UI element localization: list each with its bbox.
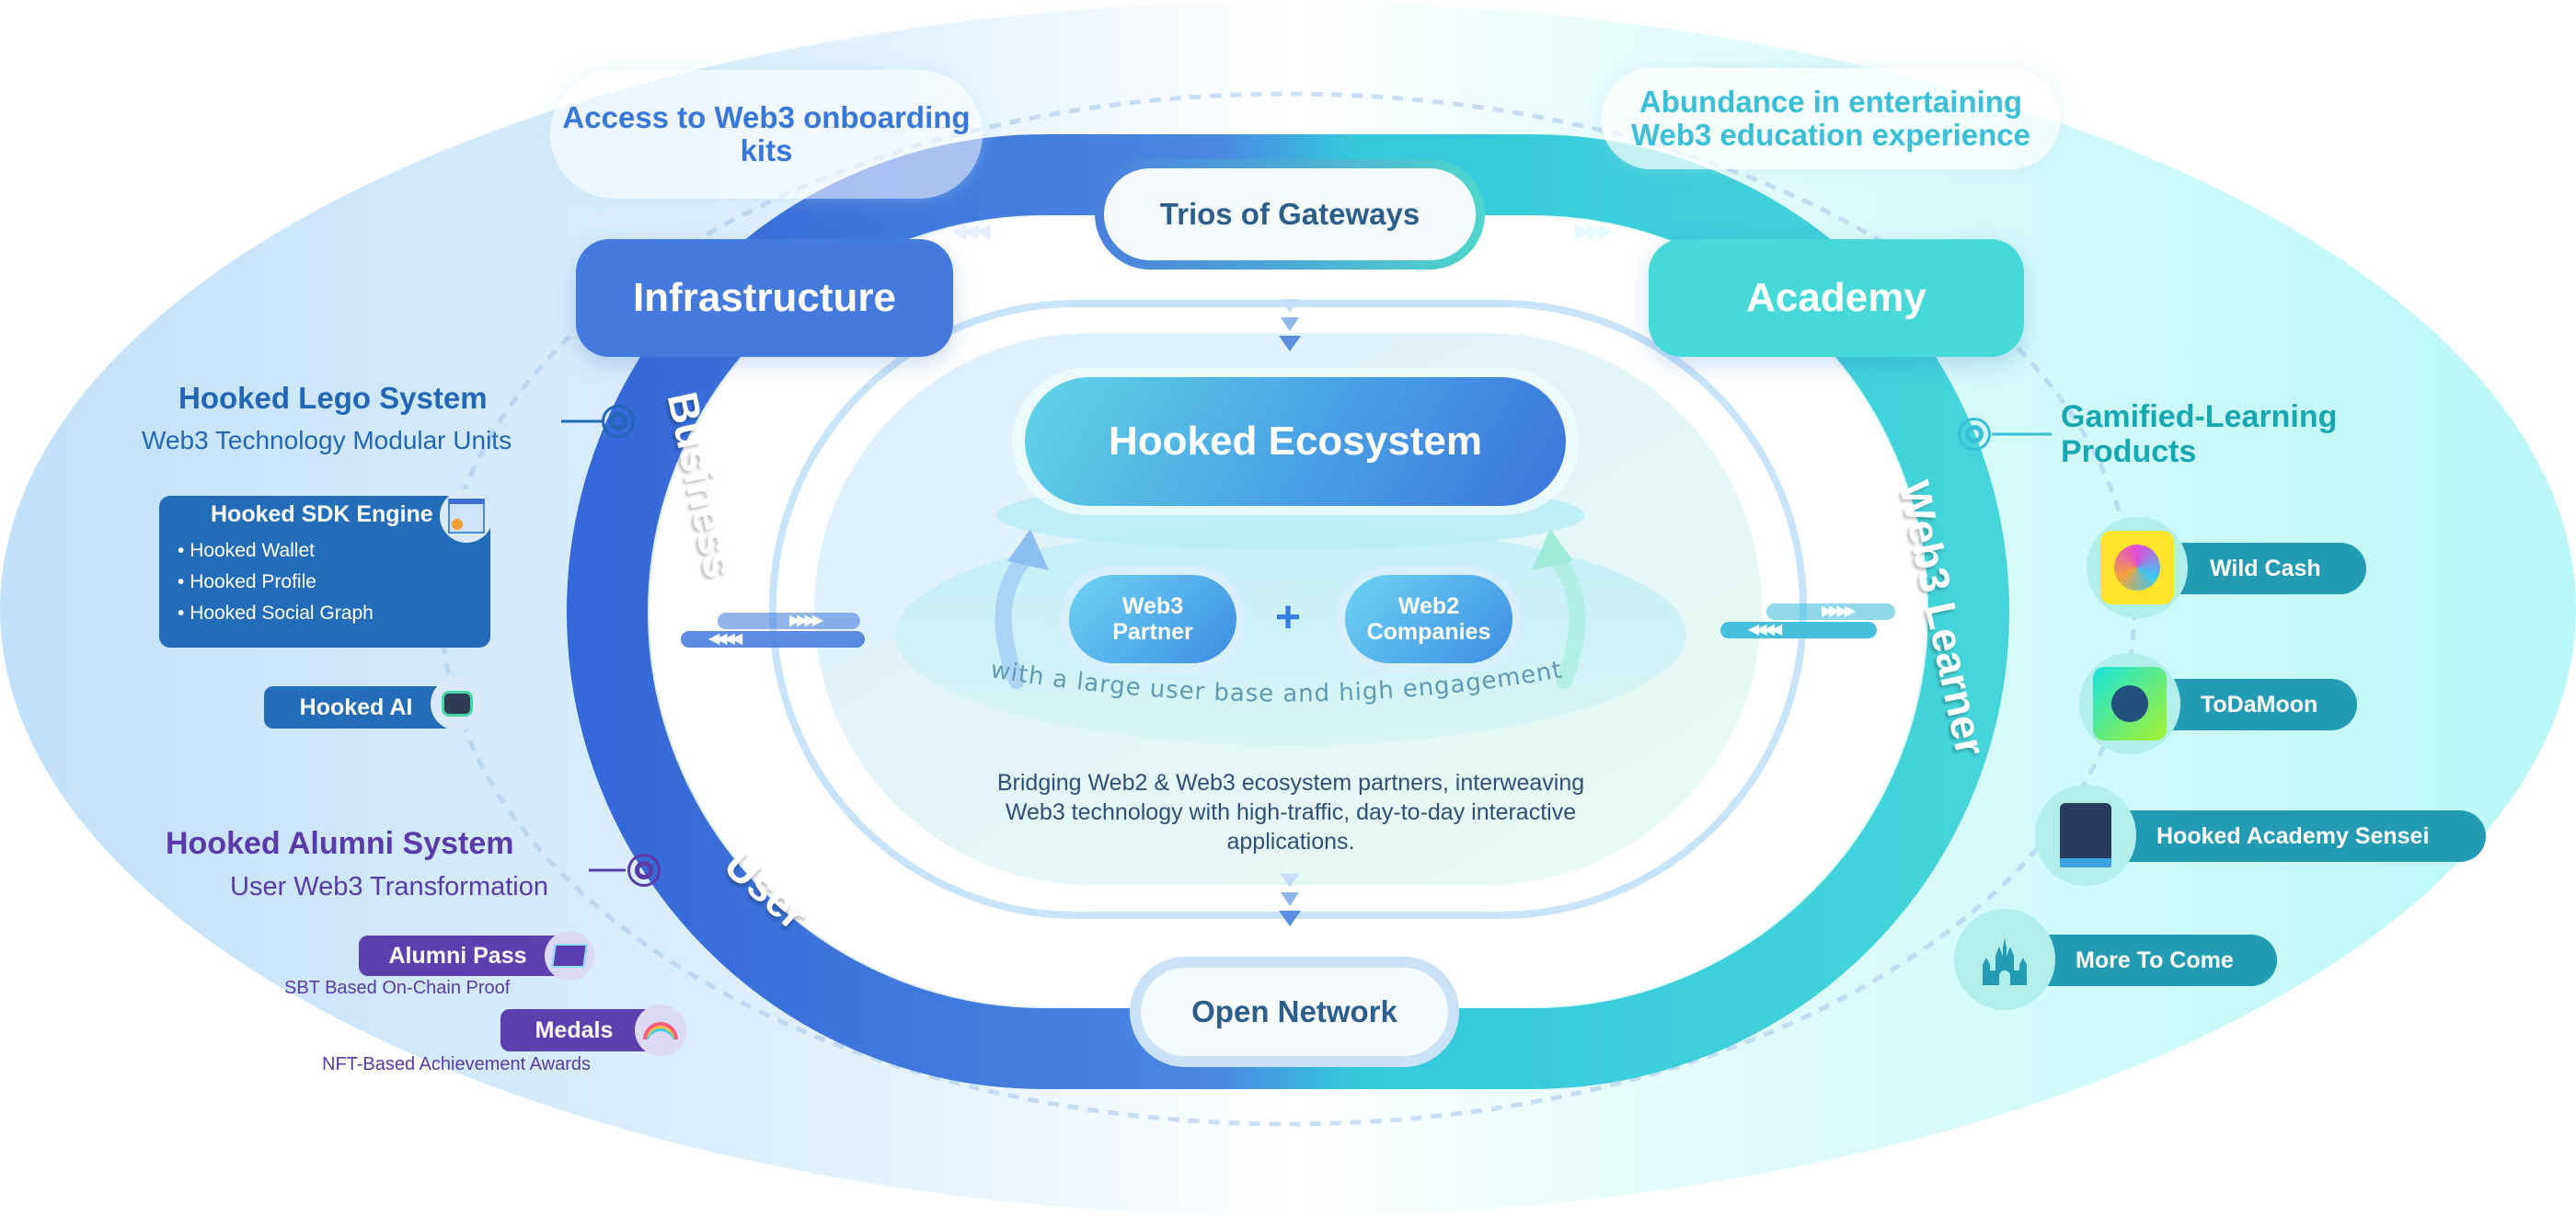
hooked-ai-label: Hooked AI [299, 694, 413, 720]
partner-web2-line2: Companies [1366, 619, 1491, 645]
left-bar-left-chevrons: ◀◀◀◀ [708, 631, 742, 647]
castle-icon [1954, 909, 2055, 1010]
academy-badge-icon [2035, 785, 2136, 886]
robot-icon [431, 677, 484, 730]
gamified-title: Gamified-Learning Products [2061, 399, 2337, 469]
callout-education-line1: Abundance in entertaining [1639, 85, 2023, 119]
partner-web3-line1: Web3 [1121, 593, 1184, 619]
description-line2: Web3 technology with high-traffic, day-t… [1005, 799, 1577, 825]
gamified-target-icon [1958, 418, 1991, 451]
callout-onboarding-line1: Access to Web3 onboarding [562, 100, 971, 134]
callout-education-line2: Web3 education experience [1630, 118, 2031, 152]
partner-web3[interactable]: Web3 Partner [1069, 575, 1236, 663]
left-arrow-head [1007, 529, 1049, 570]
hooked-ai-pill[interactable]: Hooked AI [264, 686, 448, 729]
description-line3: applications. [1226, 829, 1355, 855]
sdk-item-wallet: • Hooked Wallet [178, 540, 315, 561]
left-inbound-bar [681, 631, 865, 648]
down-arrow-4 [1281, 874, 1299, 888]
gateway-trios[interactable]: Trios of Gateways [1104, 168, 1476, 260]
hooked-ecosystem-label: Hooked Ecosystem [1109, 419, 1482, 464]
down-arrow-3 [1279, 336, 1301, 351]
lego-system-title: Hooked Lego System [178, 381, 488, 415]
gateway-trios-label: Trios of Gateways [1159, 197, 1420, 231]
castle-glyph [1983, 937, 2027, 985]
right-outbound-bar [1766, 603, 1895, 620]
node-academy-label: Academy [1746, 275, 1926, 320]
left-flow-chevrons: ◀◀◀ [951, 219, 991, 242]
right-bar-right-chevrons: ▶▶▶▶ [1822, 603, 1856, 619]
ecosystem-description: Bridging Web2 & Web3 ecosystem partners,… [920, 768, 1662, 856]
node-academy[interactable]: Academy [1649, 239, 2024, 357]
right-inbound-bar [1720, 622, 1877, 638]
callout-onboarding-kits: Access to Web3 onboarding kits [550, 70, 983, 199]
planet-rocket-icon [2079, 653, 2180, 754]
lego-system-subtitle: Web3 Technology Modular Units [142, 426, 512, 454]
right-bar-left-chevrons: ◀◀◀◀ [1748, 622, 1782, 637]
plus-symbol: + [1275, 593, 1302, 642]
callout-education-experience: Abundance in entertaining Web3 education… [1601, 68, 2061, 169]
sdk-engine-card[interactable]: Hooked SDK Engine • Hooked Wallet • Hook… [159, 496, 490, 648]
sdk-item-social-graph-label: Hooked Social Graph [190, 603, 374, 624]
down-arrow-1 [1281, 299, 1299, 313]
sdk-item-social-graph: • Hooked Social Graph [178, 603, 374, 624]
gateway-open-network[interactable]: Open Network [1141, 968, 1448, 1056]
partner-web2-line1: Web2 [1397, 593, 1460, 619]
alumni-system-title: Hooked Alumni System [166, 826, 514, 861]
left-bar-right-chevrons: ▶▶▶▶ [789, 613, 823, 628]
sdk-window-gear-icon [440, 489, 493, 543]
alumni-pass-label: Alumni Pass [388, 942, 527, 969]
gamified-title-line1: Gamified-Learning [2061, 399, 2338, 434]
medals-pill[interactable]: Medals [500, 1009, 648, 1051]
product-more-to-come[interactable]: More To Come [2033, 935, 2277, 986]
alumni-pass-pill[interactable]: Alumni Pass [359, 936, 557, 976]
right-flow-chevrons: ▶▶▶ [1575, 219, 1615, 242]
right-arrow-head [1532, 529, 1573, 570]
callout-onboarding-line2: kits [740, 133, 793, 167]
alumni-target-icon [627, 854, 661, 887]
medals-label: Medals [535, 1016, 614, 1043]
ticket-pass-icon [545, 931, 594, 981]
partner-web2[interactable]: Web2 Companies [1345, 575, 1512, 663]
alumni-system-subtitle: User Web3 Transformation [230, 872, 548, 901]
node-infrastructure-label: Infrastructure [632, 275, 897, 320]
medals-caption: NFT-Based Achievement Awards [322, 1054, 591, 1074]
down-arrow-5 [1281, 892, 1299, 906]
down-arrow-6 [1279, 911, 1301, 926]
gateway-open-network-label: Open Network [1191, 994, 1397, 1028]
description-line1: Bridging Web2 & Web3 ecosystem partners,… [996, 770, 1585, 796]
left-outbound-bar [718, 613, 860, 629]
product-more-to-come-label: More To Come [2076, 947, 2234, 973]
lego-target-icon [602, 405, 635, 438]
sdk-item-wallet-label: Hooked Wallet [190, 540, 315, 561]
rainbow-icon [635, 1005, 686, 1056]
partner-web3-line2: Partner [1112, 619, 1193, 645]
product-wild-cash[interactable]: Wild Cash [2153, 543, 2366, 594]
node-infrastructure[interactable]: Infrastructure [576, 239, 953, 357]
down-arrow-2 [1281, 317, 1299, 331]
hooked-ecosystem-title[interactable]: Hooked Ecosystem [1025, 377, 1566, 506]
product-wild-cash-label: Wild Cash [2210, 555, 2321, 581]
alumni-pass-caption: SBT Based On-Chain Proof [284, 978, 511, 998]
sdk-item-profile-label: Hooked Profile [190, 571, 316, 592]
afro-avatar-icon [2087, 517, 2188, 618]
product-todamoon-label: ToDaMoon [2201, 691, 2318, 718]
product-academy-sensei-label: Hooked Academy Sensei [2156, 822, 2430, 849]
gamified-title-line2: Products [2061, 434, 2197, 469]
sdk-item-profile: • Hooked Profile [178, 571, 316, 592]
sdk-engine-title: Hooked SDK Engine [211, 501, 433, 527]
product-academy-sensei[interactable]: Hooked Academy Sensei [2088, 810, 2486, 862]
